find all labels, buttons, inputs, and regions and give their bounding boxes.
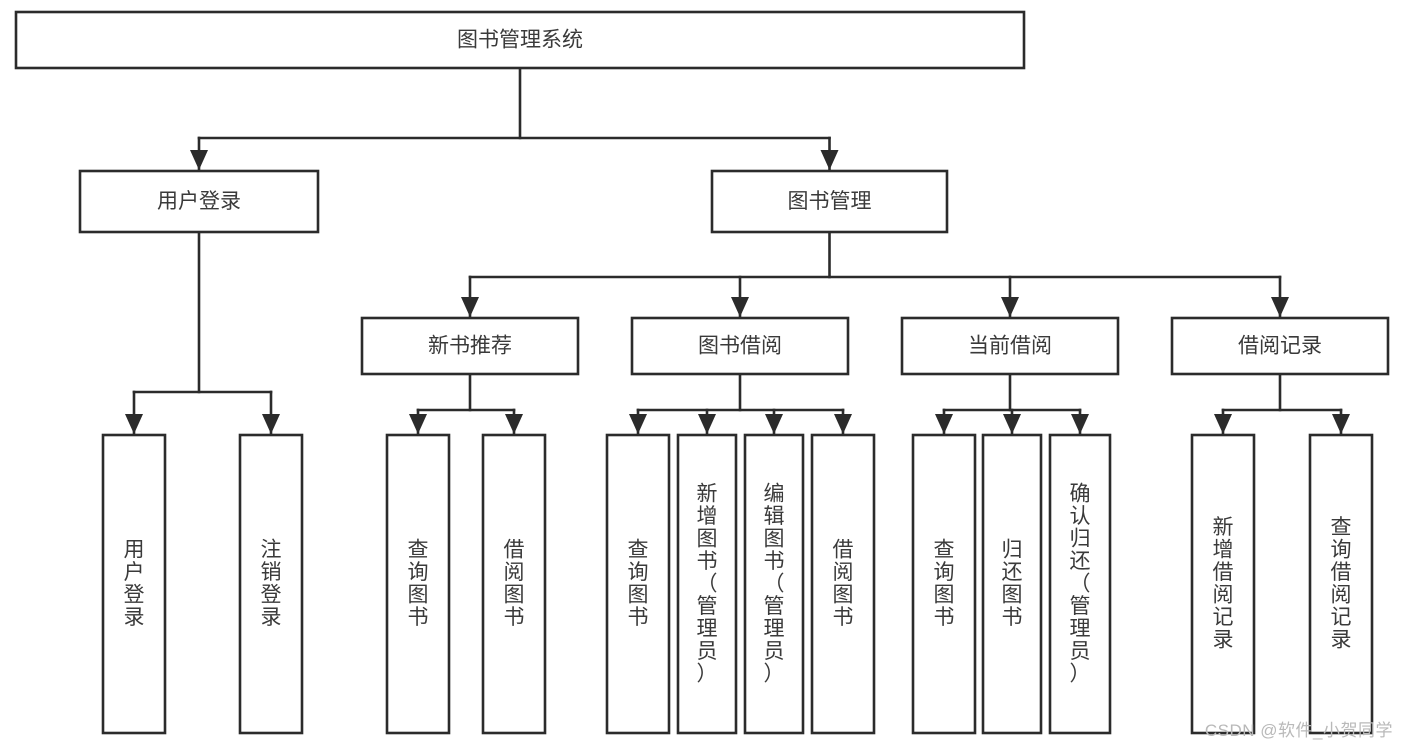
node-level2-图书借阅[interactable]: 图书借阅 xyxy=(630,316,850,376)
node-leaf-确认归还（管理员）[interactable]: 确认归还（管理员） xyxy=(1048,433,1112,735)
node-box xyxy=(981,433,1043,735)
arrow-head-icon xyxy=(698,414,716,434)
node-label: 归还图书 xyxy=(1002,539,1023,630)
node-label: 编辑图书（管理员） xyxy=(764,482,785,685)
arrow-head-icon xyxy=(731,297,749,317)
arrow-head-icon xyxy=(125,414,143,434)
node-level2-当前借阅[interactable]: 当前借阅 xyxy=(900,316,1120,376)
node-label: 用户登录 xyxy=(157,190,241,213)
node-level1-用户登录[interactable]: 用户登录 xyxy=(78,169,320,234)
node-box xyxy=(385,433,451,735)
arrow-head-icon xyxy=(1003,414,1021,434)
node-root-图书管理系统[interactable]: 图书管理系统 xyxy=(14,10,1026,70)
node-label: 图书管理 xyxy=(788,190,872,213)
arrow-head-icon xyxy=(935,414,953,434)
node-label: 图书借阅 xyxy=(698,335,782,358)
node-box xyxy=(605,433,671,735)
node-box xyxy=(1308,433,1374,735)
node-label: 新书推荐 xyxy=(428,335,512,358)
node-leaf-查询图书[interactable]: 查询图书 xyxy=(385,433,451,735)
connectors-layer xyxy=(125,66,1350,435)
node-box xyxy=(810,433,876,735)
node-level2-借阅记录[interactable]: 借阅记录 xyxy=(1170,316,1390,376)
node-box xyxy=(911,433,977,735)
node-leaf-查询图书[interactable]: 查询图书 xyxy=(911,433,977,735)
node-box xyxy=(481,433,547,735)
arrow-head-icon xyxy=(1271,297,1289,317)
node-leaf-借阅图书[interactable]: 借阅图书 xyxy=(810,433,876,735)
node-leaf-用户登录[interactable]: 用户登录 xyxy=(101,433,167,735)
node-box xyxy=(238,433,304,735)
arrow-head-icon xyxy=(262,414,280,434)
node-box xyxy=(630,316,850,376)
node-label: 新增图书（管理员） xyxy=(697,482,718,685)
arrow-head-icon xyxy=(820,150,839,170)
node-box xyxy=(1190,433,1256,735)
node-label: 图书管理系统 xyxy=(457,29,583,52)
node-label: 新增借阅记录 xyxy=(1213,516,1234,652)
arrow-head-icon xyxy=(461,297,479,317)
node-label: 用户登录 xyxy=(124,539,145,630)
node-label: 借阅图书 xyxy=(504,539,525,630)
node-level1-图书管理[interactable]: 图书管理 xyxy=(710,169,949,234)
node-box xyxy=(14,10,1026,70)
node-box xyxy=(1170,316,1390,376)
node-box xyxy=(676,433,738,735)
arrow-head-icon xyxy=(409,414,427,434)
node-box xyxy=(743,433,805,735)
nodes-layer: 图书管理系统用户登录图书管理新书推荐图书借阅当前借阅借阅记录用户登录注销登录查询… xyxy=(14,10,1390,735)
node-label: 查询图书 xyxy=(408,539,429,630)
node-level2-新书推荐[interactable]: 新书推荐 xyxy=(360,316,580,376)
arrow-head-icon xyxy=(190,150,208,170)
node-label: 查询借阅记录 xyxy=(1331,516,1352,652)
node-label: 查询图书 xyxy=(934,539,955,630)
node-leaf-查询图书[interactable]: 查询图书 xyxy=(605,433,671,735)
node-label: 注销登录 xyxy=(261,539,282,630)
arrow-head-icon xyxy=(1001,297,1019,317)
node-leaf-归还图书[interactable]: 归还图书 xyxy=(981,433,1043,735)
node-box xyxy=(360,316,580,376)
node-leaf-编辑图书（管理员）[interactable]: 编辑图书（管理员） xyxy=(743,433,805,735)
node-leaf-注销登录[interactable]: 注销登录 xyxy=(238,433,304,735)
node-leaf-查询借阅记录[interactable]: 查询借阅记录 xyxy=(1308,433,1374,735)
arrow-head-icon xyxy=(1214,414,1232,434)
node-box xyxy=(1048,433,1112,735)
node-label: 当前借阅 xyxy=(968,335,1052,358)
arrow-head-icon xyxy=(765,414,783,434)
node-leaf-新增借阅记录[interactable]: 新增借阅记录 xyxy=(1190,433,1256,735)
node-box xyxy=(101,433,167,735)
node-label: 查询图书 xyxy=(628,539,649,630)
node-label: 确认归还（管理员） xyxy=(1070,482,1091,685)
node-label: 借阅图书 xyxy=(833,539,854,630)
node-box xyxy=(78,169,320,234)
node-box xyxy=(710,169,949,234)
node-label: 借阅记录 xyxy=(1238,335,1322,358)
node-leaf-新增图书（管理员）[interactable]: 新增图书（管理员） xyxy=(676,433,738,735)
arrow-head-icon xyxy=(1332,414,1350,434)
node-leaf-借阅图书[interactable]: 借阅图书 xyxy=(481,433,547,735)
arrow-head-icon xyxy=(629,414,647,434)
arrow-head-icon xyxy=(505,414,523,434)
arrow-head-icon xyxy=(1071,414,1089,434)
arrow-head-icon xyxy=(834,414,852,434)
node-box xyxy=(900,316,1120,376)
